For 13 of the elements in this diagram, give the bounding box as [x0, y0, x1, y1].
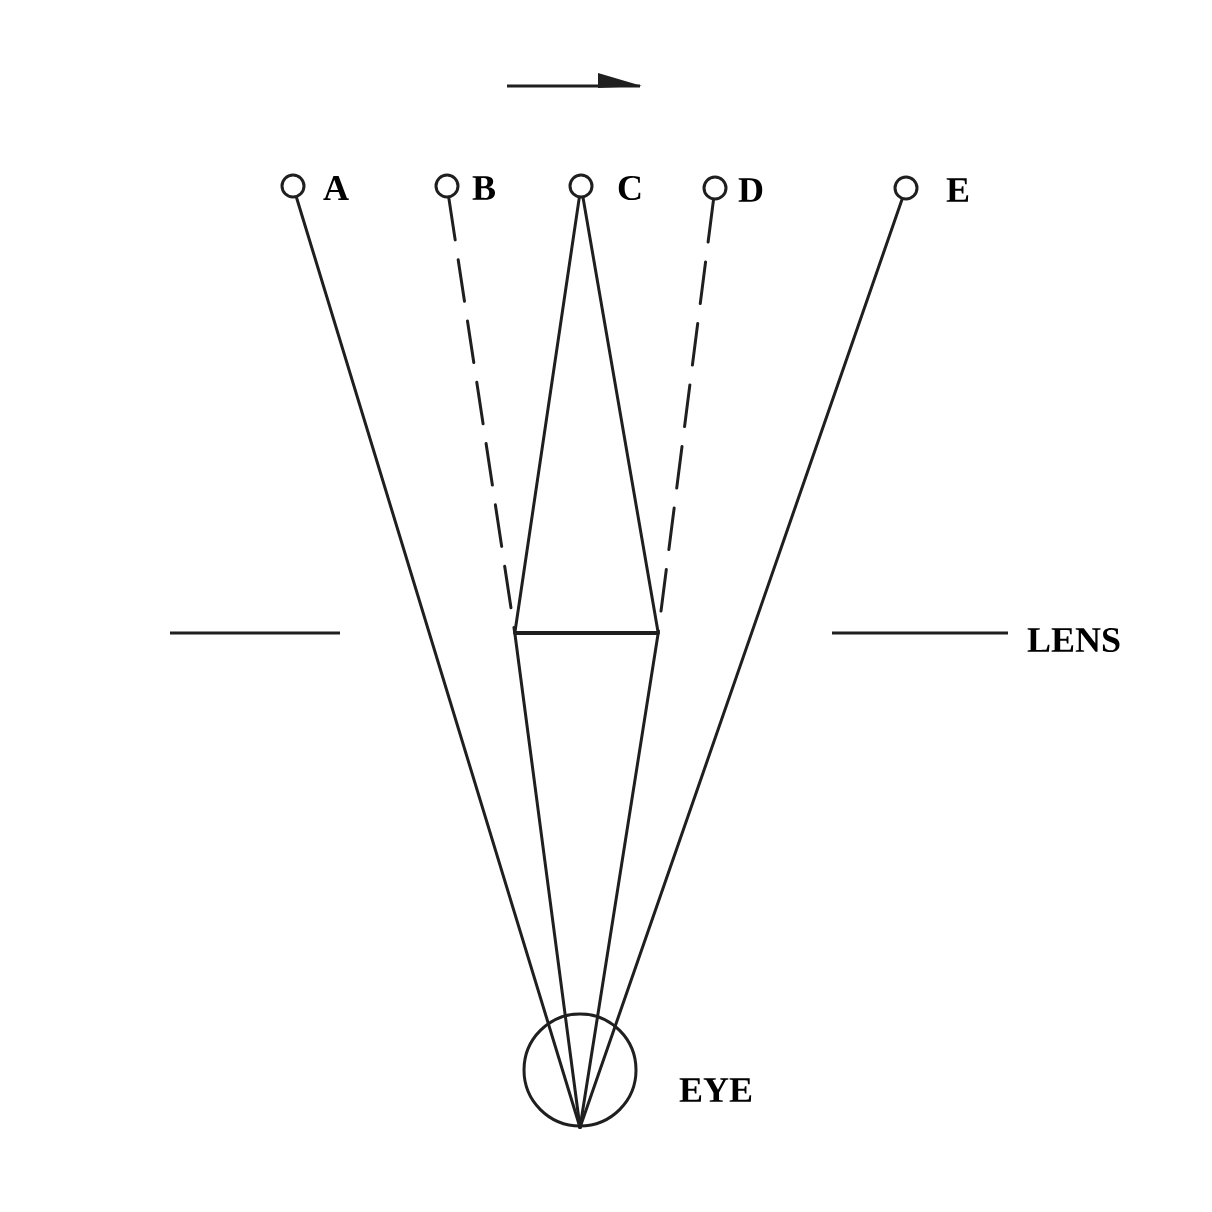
lens-label: LENS [1027, 627, 1120, 653]
eye-label: EYE [679, 1078, 752, 1102]
point-label: E [946, 178, 969, 202]
ray-line [578, 198, 904, 1129]
point-label: D [738, 178, 763, 202]
point-label: B [472, 176, 495, 200]
ray-line [513, 631, 582, 1129]
point-label: C [618, 175, 641, 201]
lens-bar [515, 631, 658, 635]
ray-line [656, 198, 715, 635]
ray-line [513, 196, 581, 635]
point-label: A [323, 176, 349, 200]
ray-line [581, 196, 660, 635]
